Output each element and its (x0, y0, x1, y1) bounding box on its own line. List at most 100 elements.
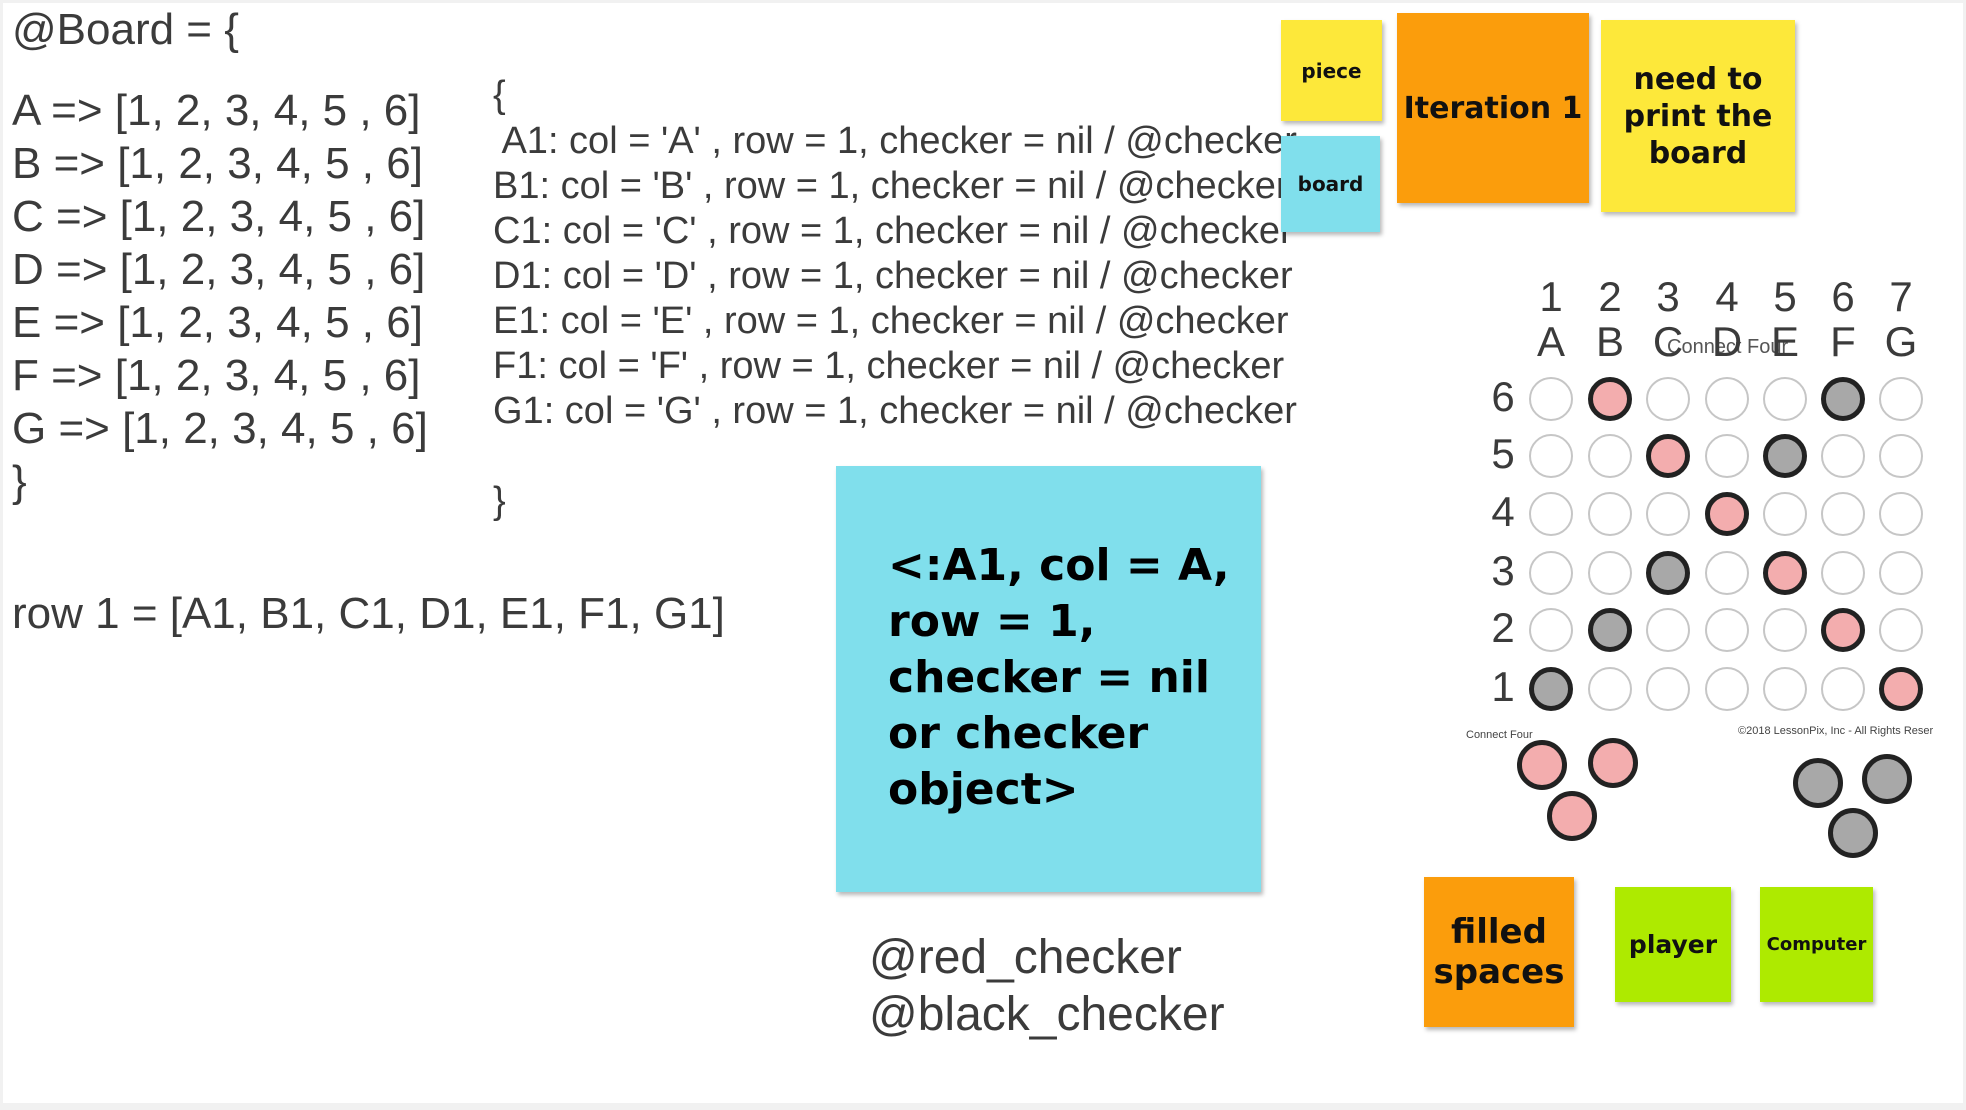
red-checker-slot[interactable] (1763, 551, 1807, 595)
board-hash-title: @Board = { (12, 5, 239, 54)
print-board-note[interactable]: need to print the board (1601, 20, 1795, 212)
empty-slot[interactable] (1588, 434, 1632, 478)
empty-slot[interactable] (1529, 434, 1573, 478)
empty-slot[interactable] (1879, 434, 1923, 478)
empty-slot[interactable] (1821, 492, 1865, 536)
cell-line-c1: C1: col = 'C' , row = 1, checker = nil /… (493, 210, 1293, 252)
board-hash-line-b: B => [1, 2, 3, 4, 5 , 6] (12, 139, 423, 188)
empty-slot[interactable] (1763, 377, 1807, 421)
board-note[interactable]: board (1281, 136, 1380, 232)
column-number-label: 3 (1656, 273, 1680, 320)
column-number-label: 4 (1715, 273, 1739, 320)
computer-note-label: Computer (1766, 934, 1867, 955)
iteration-note-label: Iteration 1 (1403, 90, 1583, 126)
row-number-label: 6 (1491, 373, 1515, 420)
red-checker-slot[interactable] (1588, 377, 1632, 421)
empty-slot[interactable] (1588, 667, 1632, 711)
iteration-note[interactable]: Iteration 1 (1397, 13, 1589, 203)
black-checker-slot[interactable] (1588, 608, 1632, 652)
red-checker-slot[interactable] (1879, 667, 1923, 711)
column-letter-label: D (1711, 318, 1743, 365)
red-checker-slot[interactable] (1705, 492, 1749, 536)
black-checker-slot[interactable] (1529, 667, 1573, 711)
column-number-label: 1 (1539, 273, 1563, 320)
board-hash-line-c: C => [1, 2, 3, 4, 5 , 6] (12, 192, 426, 241)
column-number-label: 5 (1773, 273, 1797, 320)
piece-note-label: piece (1301, 58, 1362, 83)
board-hash-line-a: A => [1, 2, 3, 4, 5 , 6] (12, 86, 421, 135)
empty-slot[interactable] (1529, 377, 1573, 421)
black-checker-slot[interactable] (1821, 377, 1865, 421)
cell-line-b1: B1: col = 'B' , row = 1, checker = nil /… (493, 165, 1289, 207)
empty-slot[interactable] (1879, 377, 1923, 421)
black-checker-label: @black_checker (869, 988, 1225, 1041)
empty-slot[interactable] (1529, 551, 1573, 595)
board-hash-line-e: E => [1, 2, 3, 4, 5 , 6] (12, 298, 423, 347)
row-number-label: 3 (1491, 547, 1515, 594)
empty-slot[interactable] (1705, 551, 1749, 595)
column-letter-label: B (1595, 318, 1624, 365)
piece-note[interactable]: piece (1281, 20, 1382, 121)
row-number-label: 5 (1491, 430, 1515, 477)
empty-slot[interactable] (1821, 667, 1865, 711)
empty-slot[interactable] (1705, 434, 1749, 478)
cell-object-note[interactable]: <:A1, col = A, row = 1, checker = nil or… (836, 466, 1261, 892)
filled-spaces-note[interactable]: filled spaces (1424, 877, 1574, 1027)
red-checker-slot[interactable] (1646, 434, 1690, 478)
empty-slot[interactable] (1763, 492, 1807, 536)
empty-slot[interactable] (1646, 667, 1690, 711)
spare-red-checker (1517, 740, 1567, 790)
board-image-caption-left: Connect Four (1466, 729, 1533, 741)
spare-black-checker (1793, 758, 1843, 808)
column-letter-label: G (1884, 318, 1918, 365)
empty-slot[interactable] (1879, 551, 1923, 595)
column-letter-label: A (1536, 318, 1565, 365)
empty-slot[interactable] (1705, 608, 1749, 652)
empty-slot[interactable] (1821, 551, 1865, 595)
column-number-label: 2 (1598, 273, 1622, 320)
board-hash-line-d: D => [1, 2, 3, 4, 5 , 6] (12, 245, 426, 294)
board-image-title: Connect Four (1667, 336, 1789, 358)
row-definition: row 1 = [A1, B1, C1, D1, E1, F1, G1] (12, 589, 725, 638)
spare-red-checker (1588, 738, 1638, 788)
cell-line-g1: G1: col = 'G' , row = 1, checker = nil /… (493, 390, 1297, 432)
empty-slot[interactable] (1588, 492, 1632, 536)
spare-black-checker (1828, 808, 1878, 858)
red-checker-label: @red_checker (869, 931, 1182, 984)
column-number-label: 6 (1831, 273, 1855, 320)
column-letter-label: F (1830, 318, 1856, 365)
empty-slot[interactable] (1646, 608, 1690, 652)
black-checker-slot[interactable] (1646, 551, 1690, 595)
column-number-label: 7 (1889, 273, 1913, 320)
column-letter-label: E (1770, 318, 1799, 365)
empty-slot[interactable] (1529, 492, 1573, 536)
empty-slot[interactable] (1763, 608, 1807, 652)
board-note-label: board (1297, 172, 1364, 196)
black-checker-slot[interactable] (1763, 434, 1807, 478)
computer-note[interactable]: Computer (1760, 887, 1873, 1002)
empty-slot[interactable] (1705, 667, 1749, 711)
empty-slot[interactable] (1705, 377, 1749, 421)
slide-canvas: @Board = { A => [1, 2, 3, 4, 5 , 6] B =>… (3, 3, 1963, 1103)
cells-block-open: { (493, 74, 506, 116)
row-number-label: 1 (1491, 663, 1515, 710)
empty-slot[interactable] (1821, 434, 1865, 478)
empty-slot[interactable] (1763, 667, 1807, 711)
board-hash-line-g: G => [1, 2, 3, 4, 5 , 6] (12, 404, 428, 453)
spare-red-checker (1547, 791, 1597, 841)
cell-object-note-text: <:A1, col = A, row = 1, checker = nil or… (888, 540, 1230, 815)
player-note[interactable]: player (1615, 887, 1731, 1002)
red-checker-slot[interactable] (1821, 608, 1865, 652)
empty-slot[interactable] (1646, 377, 1690, 421)
player-note-label: player (1628, 930, 1718, 959)
empty-slot[interactable] (1529, 608, 1573, 652)
empty-slot[interactable] (1646, 492, 1690, 536)
empty-slot[interactable] (1588, 551, 1632, 595)
cell-line-a1: A1: col = 'A' , row = 1, checker = nil /… (493, 120, 1297, 162)
cell-line-e1: E1: col = 'E' , row = 1, checker = nil /… (493, 300, 1289, 342)
board-hash-close: } (12, 457, 27, 506)
filled-spaces-note-label: filled spaces (1433, 912, 1565, 992)
empty-slot[interactable] (1879, 608, 1923, 652)
empty-slot[interactable] (1879, 492, 1923, 536)
board-image-caption-right: ©2018 LessonPix, Inc - All Rights Reser (1738, 725, 1934, 737)
